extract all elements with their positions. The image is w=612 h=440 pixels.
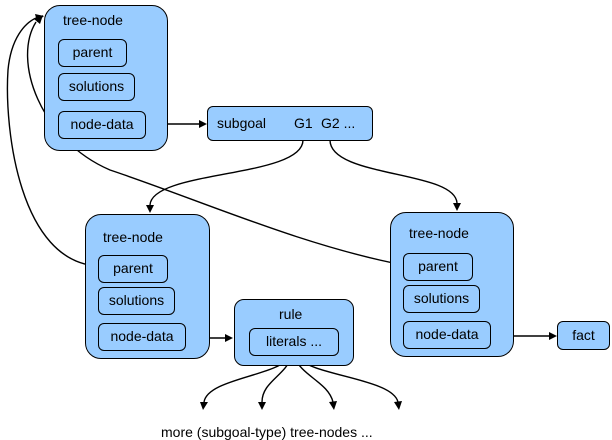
parent-field: parent: [98, 255, 168, 283]
arrowhead: [329, 401, 337, 410]
literals-field: literals ...: [249, 328, 339, 356]
tree-node-title: tree-node: [409, 225, 469, 241]
node-data-field: node-data: [98, 323, 186, 351]
arrowhead: [453, 203, 461, 211]
fact-box: fact: [557, 321, 610, 350]
tree-node-title: tree-node: [63, 12, 123, 28]
tree-node-top: tree-node parent solutions node-data: [44, 5, 168, 151]
arrowhead: [200, 402, 208, 410]
solutions-field: solutions: [58, 73, 135, 101]
subgoal-box: subgoal G1 G2 ...: [207, 106, 373, 141]
arrowhead: [35, 14, 44, 22]
solutions-field: solutions: [403, 285, 480, 313]
rule-box: rule literals ...: [234, 299, 354, 366]
connector-g1-to-left-node: [149, 139, 304, 206]
arrowhead: [225, 334, 233, 342]
subgoal-g2: G2 ...: [321, 115, 356, 131]
solutions-field: solutions: [98, 287, 175, 315]
tree-node-left: tree-node parent solutions node-data: [85, 214, 210, 359]
rule-title: rule: [279, 306, 303, 322]
arrowhead: [34, 15, 43, 24]
connector-g2-to-right-node: [329, 139, 458, 204]
tree-node-right: tree-node parent solutions node-data: [390, 212, 514, 357]
arrowhead: [146, 205, 154, 213]
node-data-field: node-data: [403, 321, 491, 349]
node-data-field: node-data: [58, 111, 146, 139]
arrowhead: [394, 401, 402, 410]
more-tree-nodes-caption: more (subgoal-type) tree-nodes ...: [161, 424, 373, 440]
subgoal-g1: G1: [294, 115, 313, 131]
arrowhead: [549, 332, 557, 340]
fact-label: fact: [572, 327, 595, 343]
parent-field: parent: [58, 39, 127, 67]
subgoal-label: subgoal: [217, 115, 267, 131]
arrowhead: [258, 402, 266, 410]
parent-field: parent: [403, 253, 473, 281]
tree-node-title: tree-node: [103, 229, 163, 245]
arrowhead: [199, 120, 207, 128]
